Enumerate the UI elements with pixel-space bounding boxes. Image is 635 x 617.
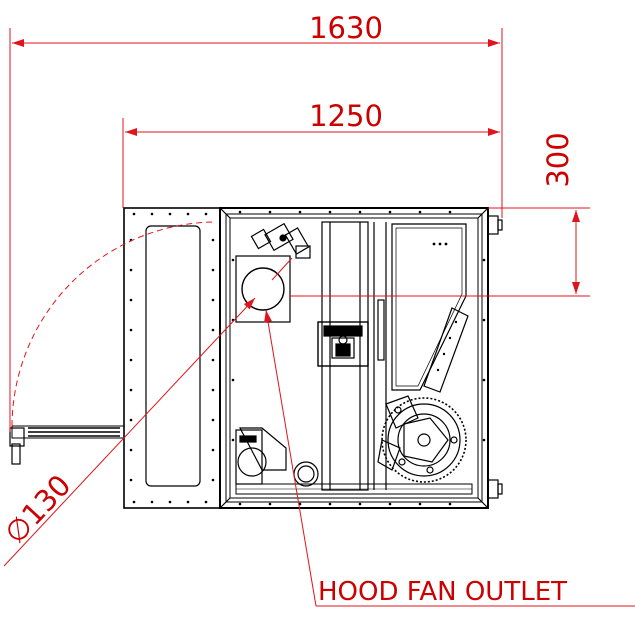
left-door-panel: [123, 207, 221, 509]
dimension-offset: [290, 207, 590, 297]
hopper-chute: [391, 223, 469, 393]
side-hinge-bar: [9, 425, 125, 465]
small-motor: [250, 222, 311, 259]
dimension-overall-width: [9, 28, 503, 432]
blower-unit: [235, 427, 319, 487]
hood-fan-outlet-leader: [264, 309, 635, 607]
dimensions: [3, 28, 635, 607]
diameter-leader: [3, 257, 293, 567]
hood-fan-outlet-box: [235, 255, 291, 323]
machine-top-view: [9, 207, 503, 509]
offset-label: 300: [541, 132, 575, 187]
diameter-label: ∅130: [0, 468, 78, 550]
rail-carriage: [317, 321, 369, 367]
right-fittings: [487, 215, 503, 499]
dimension-inner-width: [122, 118, 500, 208]
vertical-rail: [321, 221, 387, 491]
door-screws: [129, 212, 215, 504]
main-body: [219, 207, 489, 509]
hood-fan-outlet-label: HOOD FAN OUTLET: [318, 577, 567, 607]
inner-width-label: 1250: [309, 99, 383, 133]
overall-width-label: 1630: [309, 11, 383, 45]
rotary-feeder: [377, 395, 467, 483]
body-screws: [231, 210, 486, 506]
door-swing-arc: [11, 221, 217, 427]
